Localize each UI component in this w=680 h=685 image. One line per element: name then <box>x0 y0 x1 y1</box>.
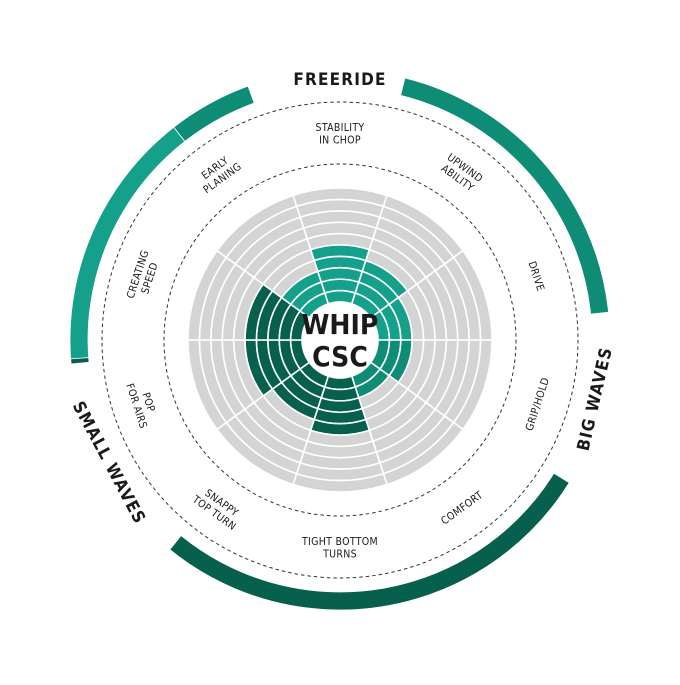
axis-label-line: DRIVE <box>525 260 546 293</box>
axis-label-line: COMFORT <box>439 489 485 527</box>
axis-label: COMFORT <box>439 489 485 527</box>
center-circle <box>302 302 378 378</box>
axis-label-line: STABILITY <box>316 122 365 134</box>
category-label: FREERIDE <box>293 70 386 90</box>
axis-label-line: TIGHT BOTTOM <box>301 536 378 548</box>
axis-label-line: TURNS <box>322 548 357 560</box>
axis-label-line: GRIP/HOLD <box>524 376 553 432</box>
axis-label: DRIVE <box>525 260 546 293</box>
dashed-guide-circle <box>163 163 517 517</box>
bar-cell <box>323 375 357 391</box>
category-ring-arc <box>69 126 186 369</box>
category-label: BIG WAVES <box>574 345 617 453</box>
bar-cell <box>323 289 357 305</box>
bars-group <box>187 187 493 493</box>
category-label-gap <box>69 361 183 552</box>
center-title-line-2: CSC <box>312 340 368 373</box>
category-label-gap <box>246 68 406 106</box>
category-ring-arc <box>70 357 607 611</box>
axis-label-line: IN CHOP <box>319 134 361 146</box>
center-badge: WHIP CSC <box>302 302 379 378</box>
axis-label: GRIP/HOLD <box>524 376 553 432</box>
axis-label-line: POP <box>139 391 157 413</box>
dashed-guides <box>101 101 579 579</box>
dashed-guide-circle <box>101 101 579 579</box>
category-label-gap <box>552 311 612 485</box>
bar-cell <box>215 194 298 259</box>
center-title-line-1: WHIP <box>302 308 379 341</box>
category-ring <box>69 68 612 611</box>
